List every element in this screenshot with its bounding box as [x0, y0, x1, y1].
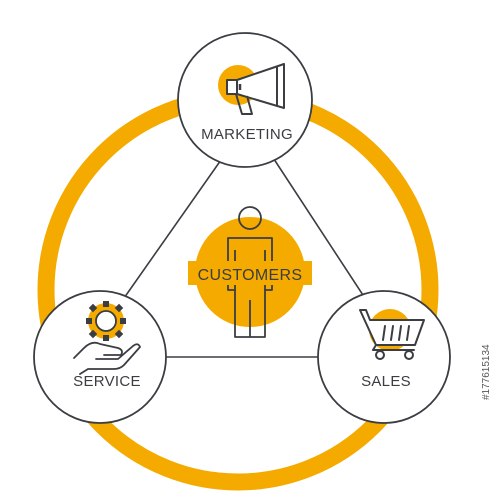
service-circle [33, 290, 167, 424]
customers-node: CUSTOMERS [188, 206, 312, 338]
shopping-cart-icon [359, 309, 425, 360]
marketing-node: MARKETING [177, 32, 313, 168]
service-node: SERVICE [33, 290, 167, 424]
line-marketing-service [109, 149, 229, 319]
stock-image-id: #177615134 [481, 344, 492, 400]
marketing-label: MARKETING [201, 126, 293, 143]
sales-node: SALES [317, 290, 451, 424]
service-label: SERVICE [73, 373, 141, 390]
line-marketing-sales [267, 149, 379, 319]
sales-label: SALES [361, 373, 411, 390]
hand-icon [73, 341, 141, 375]
gear-icon [86, 301, 126, 341]
customers-label: CUSTOMERS [198, 267, 303, 284]
megaphone-icon [226, 63, 285, 115]
